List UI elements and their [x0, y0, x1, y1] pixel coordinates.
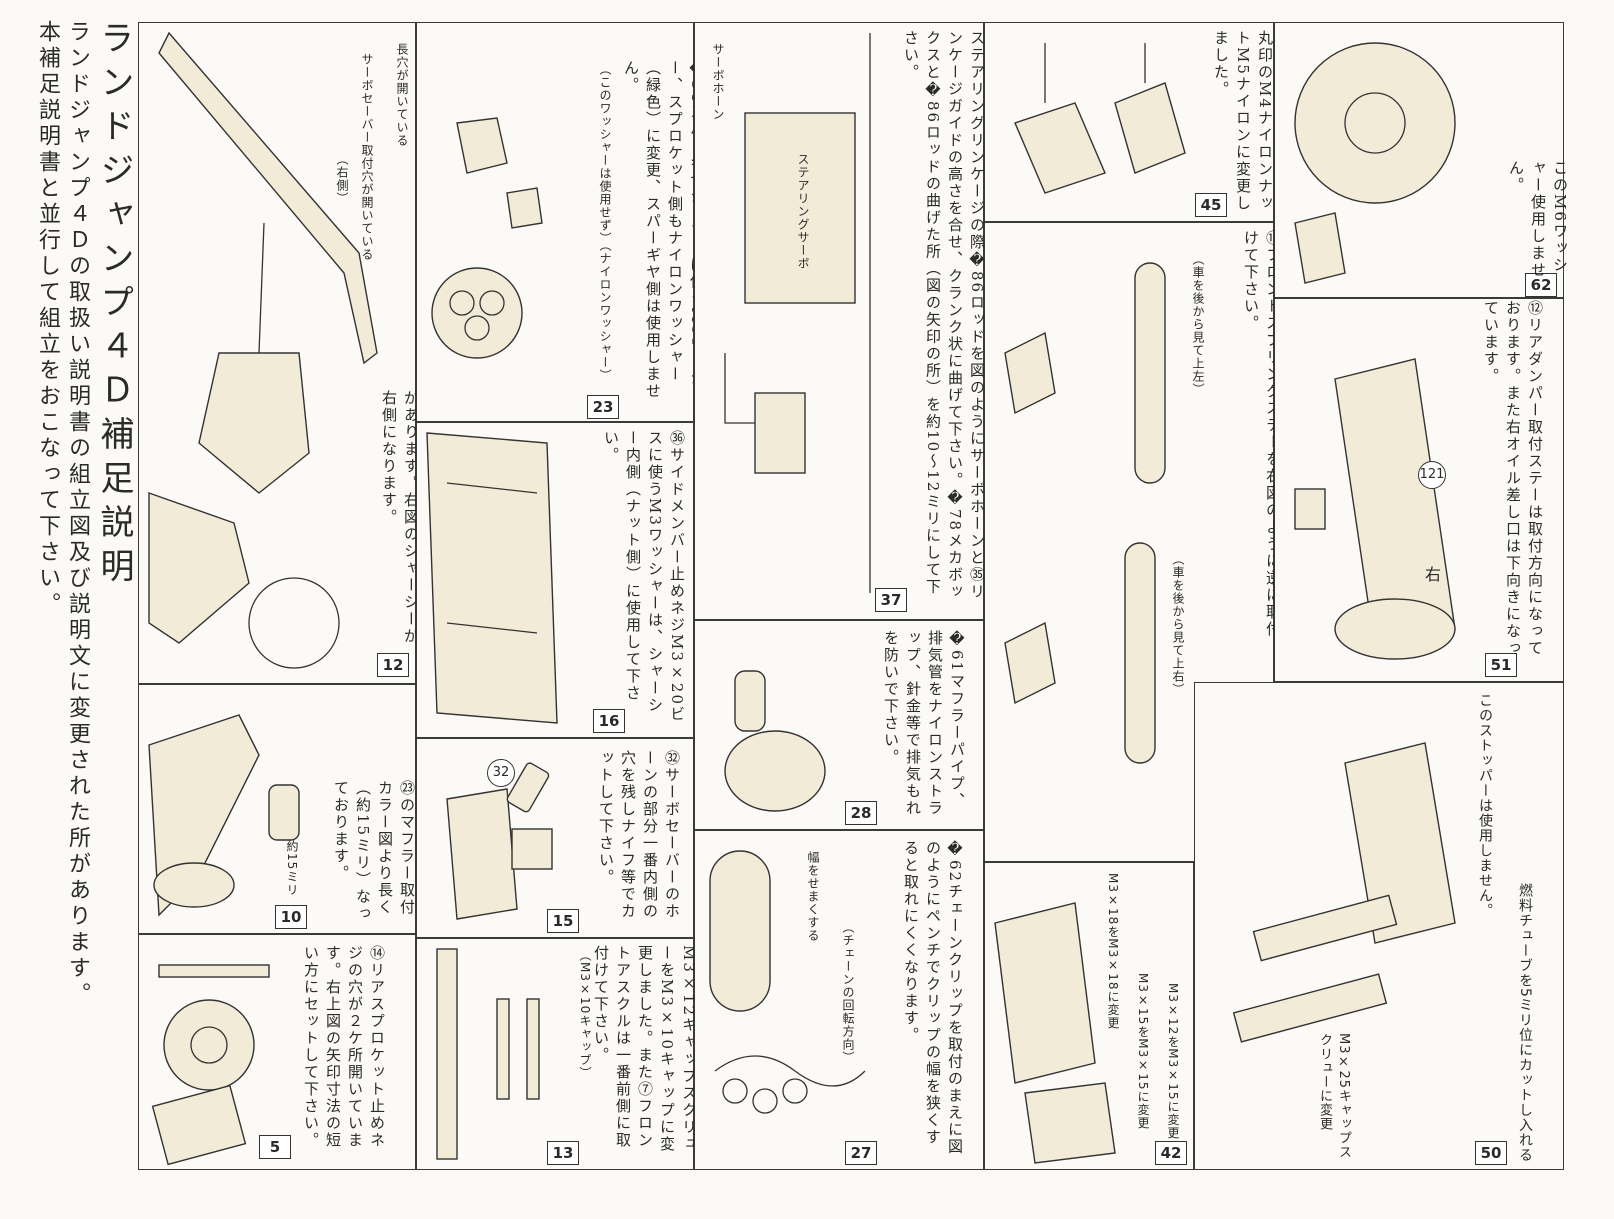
label-cap-screw-m3x25: M3×25キャップスクリューに変更: [1317, 1033, 1351, 1160]
front-axle-drawing: [436, 948, 540, 1160]
panel-45-text: 丸印のM4ナイロンナットM5ナイロンに変更しました。: [1212, 30, 1274, 212]
side-member-drawing: [426, 432, 558, 724]
panel-10: 約15ミリ 10: [138, 684, 416, 934]
panel-15-text: ㉜サーボセーバーのホーンの部分一番内側の穴を残しナイフ等でカットして下さい。: [597, 750, 681, 920]
label-fuel-tube: 燃料チューブを5ミリ位にカットし入れる: [1517, 883, 1533, 1163]
step-number-50: 50: [1475, 1141, 1507, 1165]
panel-62: 62: [1274, 22, 1564, 298]
muffler-pipe-drawing: [724, 670, 826, 812]
label-steering-servo: ステアリングサーボ: [796, 153, 810, 270]
panel-5: 5: [138, 934, 416, 1170]
spring-stay-drawing: [1004, 262, 1166, 764]
wheel-drawing: [1294, 42, 1456, 284]
rear-damper-stay-drawing: [1294, 358, 1456, 660]
panel-16: 16: [416, 422, 694, 738]
nylon-nut-drawing: [1014, 43, 1186, 194]
step-number-51: 51: [1485, 653, 1517, 677]
panel-23: （このワッシャーは使用せず）（ナイロンワッシャー） 23: [416, 22, 694, 422]
damper-drawing: [1232, 742, 1456, 1043]
steering-linkage-drawing: [724, 33, 871, 593]
panel-5-text: ⑭リアスプロケット止めネジの穴が２ケ所開いています。右上図の矢印寸法の短い方にセ…: [302, 945, 386, 1149]
step-number-28: 28: [845, 801, 877, 825]
panel-10-text: ㉓のマフラー取付カラー図より長く（約15ミリ）なっております。: [332, 780, 416, 923]
spur-gear-drawing: [431, 117, 543, 359]
panel-15: 32 15: [416, 738, 694, 938]
panel-28: 28: [694, 620, 984, 830]
label-right: 右: [1425, 565, 1442, 584]
muffler-collar-drawing: [148, 714, 300, 917]
step-number-13: 13: [547, 1141, 579, 1165]
panel-27-text: �62チェーンクリップを取付のまえに図のようにペンチでクリップの幅を狭くすると取…: [902, 840, 964, 1156]
panel-51-text: ⑫リアダンパー取付ステーは取付方向になっております。また右オイル差し口は下向きに…: [1482, 300, 1544, 657]
panel-12: （右側） 長穴が開いている サーボセーバー取付穴が開いている 12: [138, 22, 416, 684]
intro-line-2: 本補足説明書と並行して組立をおこなって下さい。: [35, 20, 60, 618]
label-cap-screw: （M3×10キャップ）: [578, 949, 592, 1080]
label-stopper: このストッパーは使用しません。: [1477, 693, 1493, 918]
header: ランドジャンプ４Ｄ補足説明 ランドジャンプ４Ｄの取扱い説明書の組立図及び説明文に…: [18, 20, 136, 1200]
panel-13: （M3×10キャップ） 13: [416, 938, 694, 1170]
part-121-marker: 121: [1418, 461, 1446, 489]
label-servo-horn: サーボホーン: [711, 43, 725, 121]
sprocket-drawing: [151, 964, 270, 1166]
page-title: ランドジャンプ４Ｄ補足説明: [94, 20, 134, 592]
label-right-side: （右側）: [335, 153, 349, 205]
label-length: 約15ミリ: [285, 840, 299, 897]
panel-42: M3×18をM3×18に変更 M3×15をM3×15に変更 M3×12をM3×1…: [984, 862, 1194, 1170]
panel-28-text: �61マフラーパイプ、排気管をナイロンストラップ、針金等で排気もれを防いで下さい…: [882, 630, 966, 817]
step-number-62: 62: [1525, 273, 1557, 297]
label-narrow: 幅をせまくする: [806, 851, 820, 942]
servo-saver-drawing: [446, 762, 553, 920]
panel-45: 45: [984, 22, 1274, 222]
intro-line-1: ランドジャンプ４Ｄの取扱い説明書の組立図及び説明文に変更された所があります。: [65, 20, 90, 1008]
label-saver-hole: サーボセーバー取付穴が開いている: [360, 53, 374, 261]
label-washer-note: （このワッシャーは使用せず）（ナイロンワッシャー）: [598, 63, 612, 382]
panel-51: 121 右 51: [1274, 298, 1564, 682]
label-m3x12: M3×12をM3×15に変更: [1166, 983, 1180, 1140]
chassis-drawing: [148, 31, 378, 669]
panel-37-text: ステアリングリンケージの際�86ロッドを図のようにサーボホーンと㉟リンケージガイ…: [902, 30, 986, 601]
panel-50: このストッパーは使用しません。 燃料チューブを5ミリ位にカットし入れる M3×2…: [1194, 682, 1564, 1170]
step-number-37: 37: [875, 588, 907, 612]
panel-62-text: このM6ワッシャー使用しません。: [1507, 160, 1569, 279]
label-chain-direction: （チェーンの回転方向）: [841, 921, 855, 1064]
mechanism-box-drawing: [994, 902, 1116, 1164]
chain-clip-drawing: [709, 850, 866, 1114]
step-number-10: 10: [275, 905, 307, 929]
panel-16-text: ㊱サイドメンバー止めネジM3×20ビスに使うM3ワッシャーは、シャーシー内側（ナ…: [602, 430, 686, 723]
step-number-12: 12: [377, 653, 409, 677]
label-rear-view-left: （車を後から見て上左）: [1191, 253, 1205, 396]
panel-13-text: M3×12キャップスクリューをM3×10キャップに変更しました。また⑦フロントア…: [592, 945, 698, 1153]
step-number-45: 45: [1195, 193, 1227, 217]
step-number-27: 27: [845, 1141, 877, 1165]
step-number-42: 42: [1155, 1141, 1187, 1165]
panel-37: サーボホーン ステアリングサーボ 37: [694, 22, 984, 620]
step-number-16: 16: [593, 709, 625, 733]
part-32-marker: 32: [487, 759, 515, 787]
step-number-15: 15: [547, 909, 579, 933]
label-long-hole: 長穴が開いている: [395, 43, 409, 147]
label-m3x15: M3×15をM3×15に変更: [1136, 973, 1150, 1130]
label-m3x18: M3×18をM3×18に変更: [1106, 873, 1120, 1030]
label-rear-view-right: （車を後から見て上右）: [1171, 553, 1185, 696]
step-number-5: 5: [259, 1135, 291, 1159]
panel-27: 幅をせまくする （チェーンの回転方向） 27: [694, 830, 984, 1170]
step-number-23: 23: [587, 395, 619, 419]
